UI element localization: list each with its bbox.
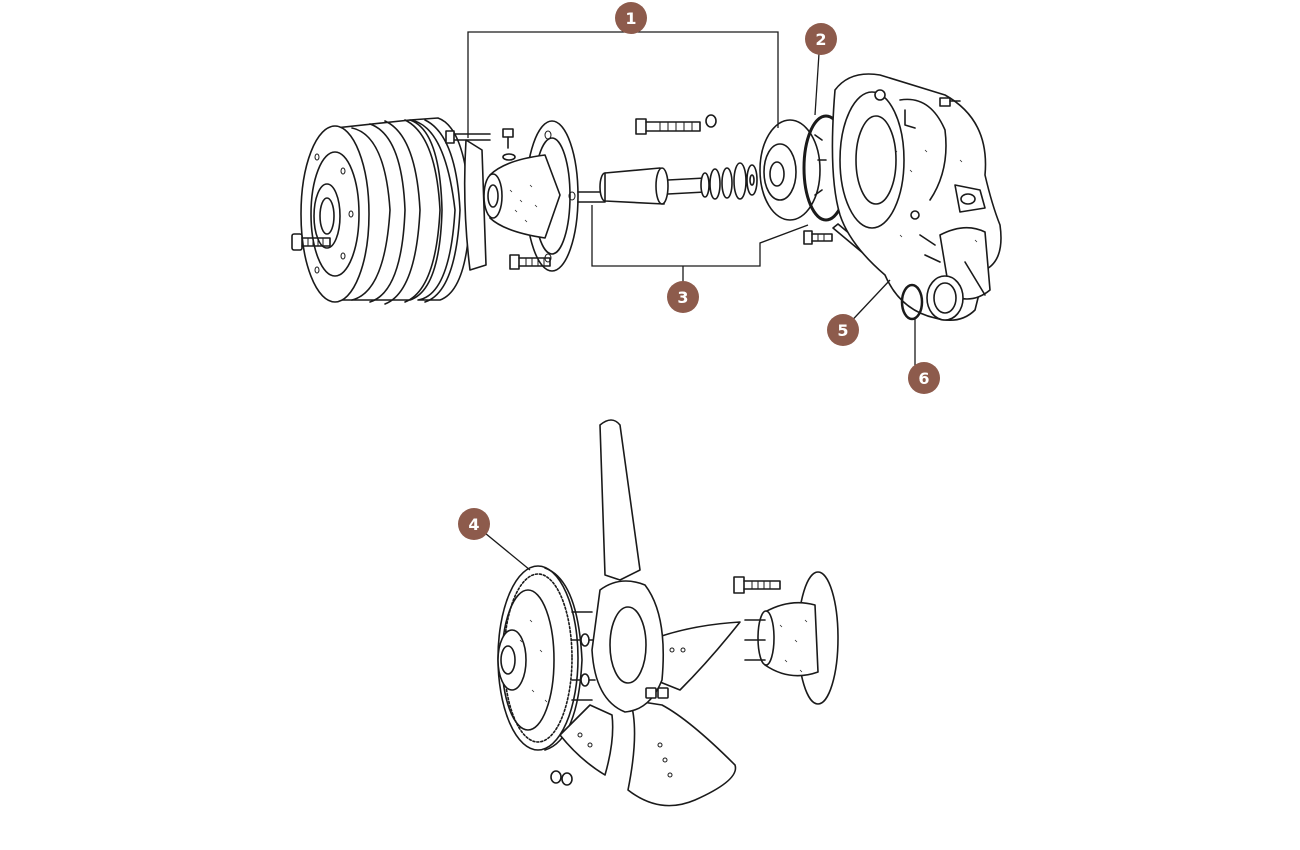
callout-6-circle [908, 362, 940, 394]
bolt-upper [635, 114, 717, 135]
fan-nuts [550, 687, 669, 786]
pulley-drawing [300, 117, 471, 305]
pump-gasket-plate [463, 139, 487, 271]
coupling-studs [571, 611, 596, 701]
callout-5[interactable]: 5 [827, 314, 859, 346]
bolt-housing [803, 230, 833, 245]
callout-2-circle [805, 23, 837, 55]
fan-assembly [497, 419, 839, 807]
callout-1-circle [615, 2, 647, 34]
callout-3-number: 3 [677, 288, 688, 307]
callout-3-circle [667, 281, 699, 313]
pump-body-drawing [483, 120, 579, 272]
callout-6[interactable]: 6 [908, 362, 940, 394]
fan-blades-drawing [559, 419, 741, 807]
callout-6-number: 6 [918, 369, 929, 388]
callout-4-number: 4 [468, 515, 479, 534]
o-ring-small [900, 283, 924, 321]
callout-3[interactable]: 3 [667, 281, 699, 313]
callout-badges: 1 2 3 4 5 6 [458, 2, 940, 540]
small-bolts-upper [445, 128, 516, 161]
pulley-bolt [291, 233, 331, 251]
pump-housing-drawing [831, 73, 1002, 321]
callout-5-circle [827, 314, 859, 346]
callout-1[interactable]: 1 [615, 2, 647, 34]
callout-5-number: 5 [837, 321, 848, 340]
viscous-coupling-drawing [497, 565, 583, 751]
callout-1-number: 1 [625, 9, 636, 28]
bolt-lower [509, 254, 551, 270]
callout-4[interactable]: 4 [458, 508, 490, 540]
fan-hub-drawing [733, 571, 839, 705]
impeller-drawing [759, 119, 827, 221]
callout-2[interactable]: 2 [805, 23, 837, 55]
callout-4-circle [458, 508, 490, 540]
callout-2-number: 2 [815, 30, 826, 49]
pump-shaft-drawing [577, 162, 758, 205]
water-pump-assembly [291, 73, 1002, 321]
